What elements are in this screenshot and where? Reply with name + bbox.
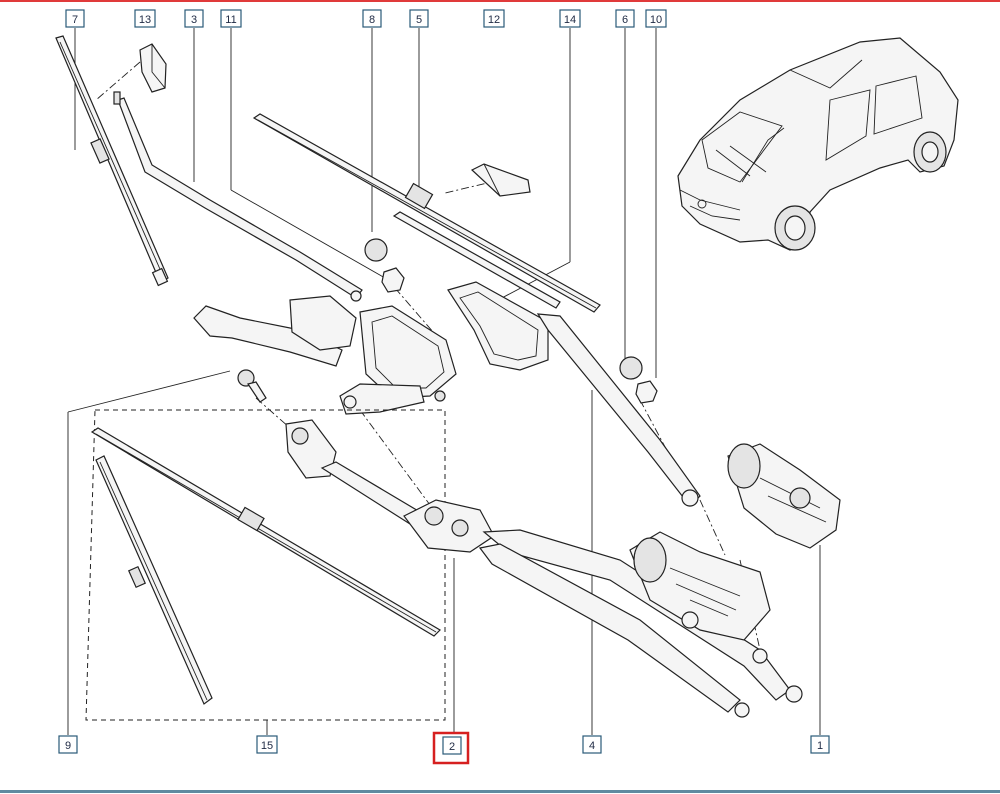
clip-cap-13 xyxy=(139,43,167,93)
callout-7-text: 7 xyxy=(72,14,78,26)
callout-12-text: 12 xyxy=(488,14,500,26)
callout-13-text: 13 xyxy=(139,14,151,26)
callout-15-text: 15 xyxy=(261,740,273,752)
callout-8-text: 8 xyxy=(369,14,375,26)
callout-15: 15 xyxy=(256,735,278,754)
callout-13: 13 xyxy=(134,9,156,28)
callout-5-text: 5 xyxy=(416,14,422,26)
callout-6-text: 6 xyxy=(622,14,628,26)
callout-labels: 7 13 3 11 8 5 12 14 xyxy=(58,9,830,765)
car-illustration xyxy=(677,37,959,251)
leader-lines xyxy=(67,28,821,735)
left-arm-assembly xyxy=(193,295,457,415)
callout-11-text: 11 xyxy=(225,14,236,26)
callout-1: 1 xyxy=(810,735,830,754)
callout-11: 11 xyxy=(220,9,242,28)
callout-6: 6 xyxy=(615,9,635,28)
wiper-motor-1 xyxy=(727,443,841,549)
callout-2-text: 2 xyxy=(449,741,455,753)
bolt-9 xyxy=(237,369,267,403)
callout-7: 7 xyxy=(65,9,85,28)
callout-14-text: 14 xyxy=(564,14,576,26)
blade-set-box-15 xyxy=(85,409,446,721)
wiper-blade-7 xyxy=(55,35,169,287)
top-rule xyxy=(0,0,1000,2)
callout-5: 5 xyxy=(409,9,429,28)
callout-3: 3 xyxy=(184,9,204,28)
clip-cap-12 xyxy=(470,163,531,197)
callout-10: 10 xyxy=(645,9,667,28)
motor-on-linkage-4 xyxy=(629,531,803,718)
callout-8: 8 xyxy=(362,9,382,28)
callout-9: 9 xyxy=(58,735,78,754)
wiper-blade-5 xyxy=(252,113,601,313)
callout-10-text: 10 xyxy=(650,14,662,26)
wiper-arm-3 xyxy=(113,91,363,302)
callout-4: 4 xyxy=(582,735,602,754)
callout-9-text: 9 xyxy=(65,740,71,752)
linkage-2 xyxy=(285,419,791,713)
nut-cap-8 xyxy=(364,238,405,293)
callout-3-text: 3 xyxy=(191,14,197,26)
callout-1-text: 1 xyxy=(817,740,823,752)
callout-12: 12 xyxy=(483,9,505,28)
callout-4-text: 4 xyxy=(589,740,595,752)
wiper-arm-14 xyxy=(447,281,701,507)
nut-cap-6 xyxy=(619,356,658,404)
callout-14: 14 xyxy=(559,9,581,28)
callout-2: 2 xyxy=(432,731,470,765)
bottom-rule xyxy=(0,790,1000,793)
